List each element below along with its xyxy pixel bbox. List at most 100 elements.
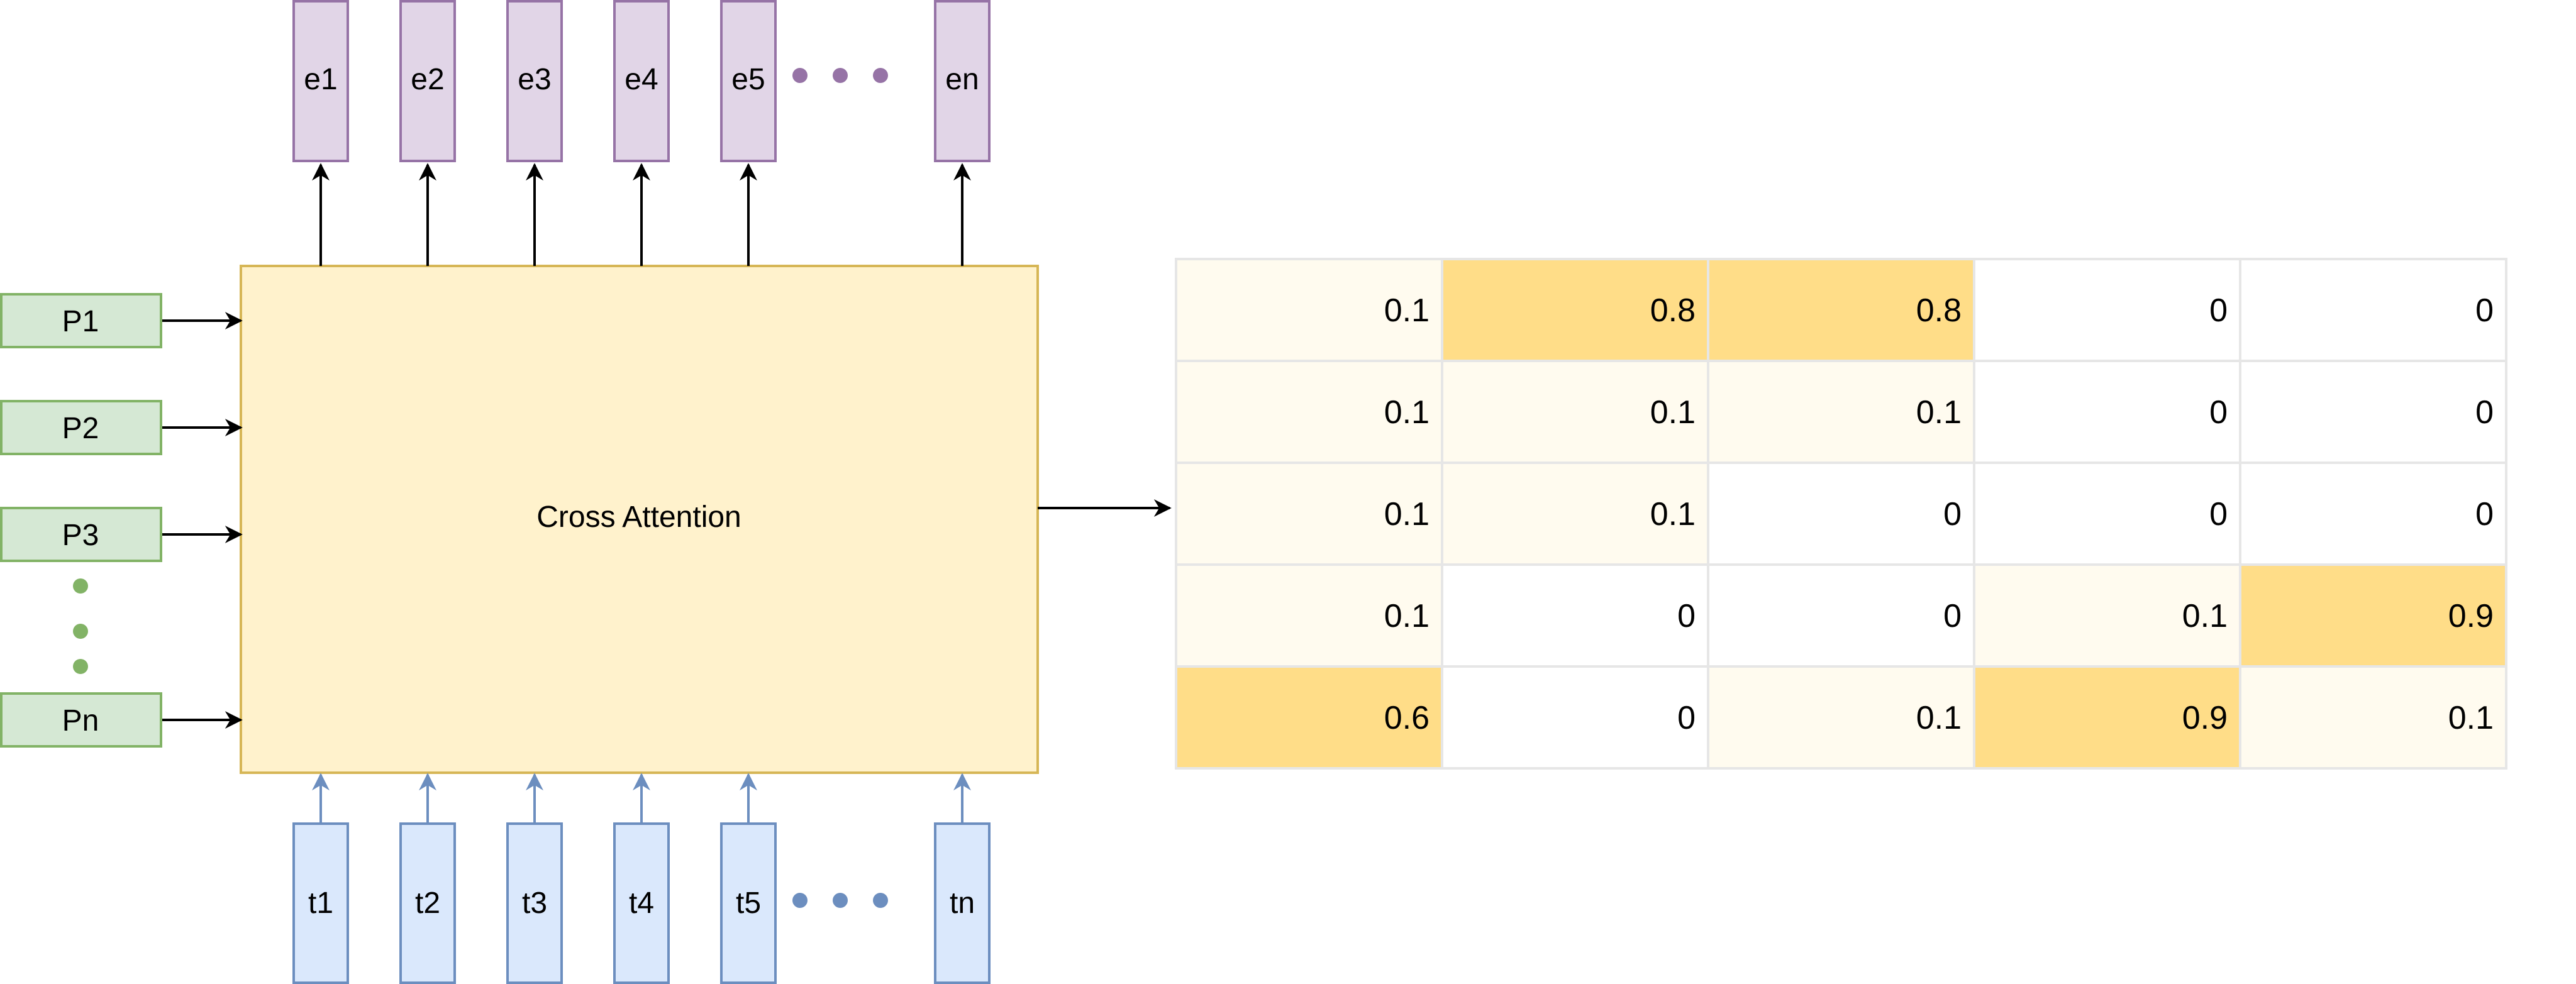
matrix-cell-value: 0.8: [1650, 292, 1696, 329]
prompt-P2: P2: [0, 400, 243, 455]
prompt-box: [0, 293, 162, 348]
matrix-cell: 0: [1707, 563, 1975, 668]
matrix-cell: 0.1: [1441, 462, 1709, 566]
prompt-ellipsis: [73, 578, 88, 674]
matrix-cell-bg: [1441, 360, 1709, 464]
matrix-cell-value: 0: [2475, 496, 2494, 533]
matrix-cell: 0: [2239, 462, 2507, 566]
token-label: t4: [629, 887, 654, 920]
token-box: [613, 822, 670, 984]
embedding-e4: e4: [613, 0, 670, 266]
prompt-label: P3: [62, 519, 99, 552]
prompt-box: [0, 400, 162, 455]
token-label: tn: [950, 887, 975, 920]
matrix-cell-bg: [2239, 360, 2507, 464]
matrix-cell-value: 0: [2209, 292, 2228, 329]
matrix-cell-value: 0.1: [1384, 496, 1430, 533]
matrix-cell: 0: [1441, 665, 1709, 770]
matrix-cell: 0.1: [1175, 360, 1443, 464]
matrix-cell: 0.6: [1175, 665, 1443, 770]
matrix-cell-value: 0.1: [1916, 394, 1962, 431]
token-ellipsis: [792, 893, 888, 908]
matrix-cell-bg: [1973, 360, 2241, 464]
embedding-label: e5: [731, 63, 765, 96]
embedding-label: e2: [411, 63, 444, 96]
token-label: t2: [415, 887, 440, 920]
matrix-cell-bg: [1441, 462, 1709, 566]
embedding-en: en: [934, 0, 991, 266]
ellipsis-dot: [873, 893, 888, 908]
ellipsis-dot: [833, 893, 848, 908]
token-label: t1: [308, 887, 333, 920]
embedding-e2: e2: [399, 0, 456, 266]
embedding-box: [720, 0, 777, 162]
token-box: [399, 822, 456, 984]
prompt-label: P1: [62, 305, 99, 338]
matrix-cell-value: 0: [2475, 292, 2494, 329]
prompt-box: [0, 507, 162, 562]
matrix-cell-bg: [1707, 563, 1975, 668]
embedding-box: [613, 0, 670, 162]
token-label: t3: [522, 887, 547, 920]
matrix-cell: 0: [1973, 360, 2241, 464]
embedding-e1: e1: [292, 0, 349, 266]
matrix-cell-bg: [2239, 665, 2507, 770]
token-box: [934, 822, 991, 984]
matrix-cell-bg: [1175, 462, 1443, 566]
matrix-cell-value: 0: [2209, 496, 2228, 533]
matrix-cell-bg: [1175, 563, 1443, 668]
matrix-cell-value: 0.1: [2448, 700, 2494, 736]
embedding-box: [292, 0, 349, 162]
matrix-cell-value: 0.1: [1916, 700, 1962, 736]
matrix-cell-value: 0.1: [1384, 292, 1430, 329]
matrix-cell-value: 0.6: [1384, 700, 1430, 736]
matrix-cell: 0.1: [2239, 665, 2507, 770]
matrix-cell-value: 0: [2475, 394, 2494, 431]
prompt-box: [0, 692, 162, 748]
embedding-label: e3: [518, 63, 551, 96]
matrix-cell: 0.1: [1441, 360, 1709, 464]
embedding-label: e1: [304, 63, 337, 96]
matrix-cell: 0: [2239, 360, 2507, 464]
matrix-cell-bg: [1441, 563, 1709, 668]
embedding-outputs: e1 e2 e3 e4 e5 en: [292, 0, 991, 266]
matrix-cell-bg: [1707, 360, 1975, 464]
token-t1: t1: [292, 773, 349, 984]
matrix-cell-bg: [2239, 462, 2507, 566]
embedding-box: [399, 0, 456, 162]
matrix-cell-value: 0: [1943, 598, 1962, 634]
token-t2: t2: [399, 773, 456, 984]
embedding-e5: e5: [720, 0, 777, 266]
embedding-label: e4: [625, 63, 658, 96]
token-box: [506, 822, 563, 984]
matrix-cell: 0.1: [1175, 563, 1443, 668]
matrix-cell-value: 0: [1677, 598, 1696, 634]
matrix-cell: 0.8: [1441, 258, 1709, 362]
matrix-cell: 0.1: [1175, 462, 1443, 566]
prompt-label: Pn: [62, 704, 99, 738]
matrix-cell-value: 0: [2209, 394, 2228, 431]
prompt-Pn: Pn: [0, 692, 243, 748]
ellipsis-dot: [73, 624, 88, 639]
matrix-cell: 0: [1441, 563, 1709, 668]
matrix-cell: 0: [1973, 462, 2241, 566]
matrix-cell-bg: [1175, 360, 1443, 464]
ellipsis-dot: [73, 659, 88, 674]
matrix-cell-value: 0: [1677, 700, 1696, 736]
matrix-cell: 0.1: [1175, 258, 1443, 362]
cross-attention-label: Cross Attention: [536, 500, 741, 534]
prompt-P3: P3: [0, 507, 243, 562]
cross-attention-block: Cross Attention: [240, 265, 1039, 774]
token-box: [720, 822, 777, 984]
matrix-cell-bg: [2239, 563, 2507, 668]
embedding-e3: e3: [506, 0, 563, 266]
embedding-box: [506, 0, 563, 162]
matrix-cell-bg: [1441, 665, 1709, 770]
cross-attention-box: [240, 265, 1039, 774]
matrix-cell-value: 0.8: [1916, 292, 1962, 329]
matrix-cell: 0.9: [1973, 665, 2241, 770]
ellipsis-dot: [873, 68, 888, 83]
